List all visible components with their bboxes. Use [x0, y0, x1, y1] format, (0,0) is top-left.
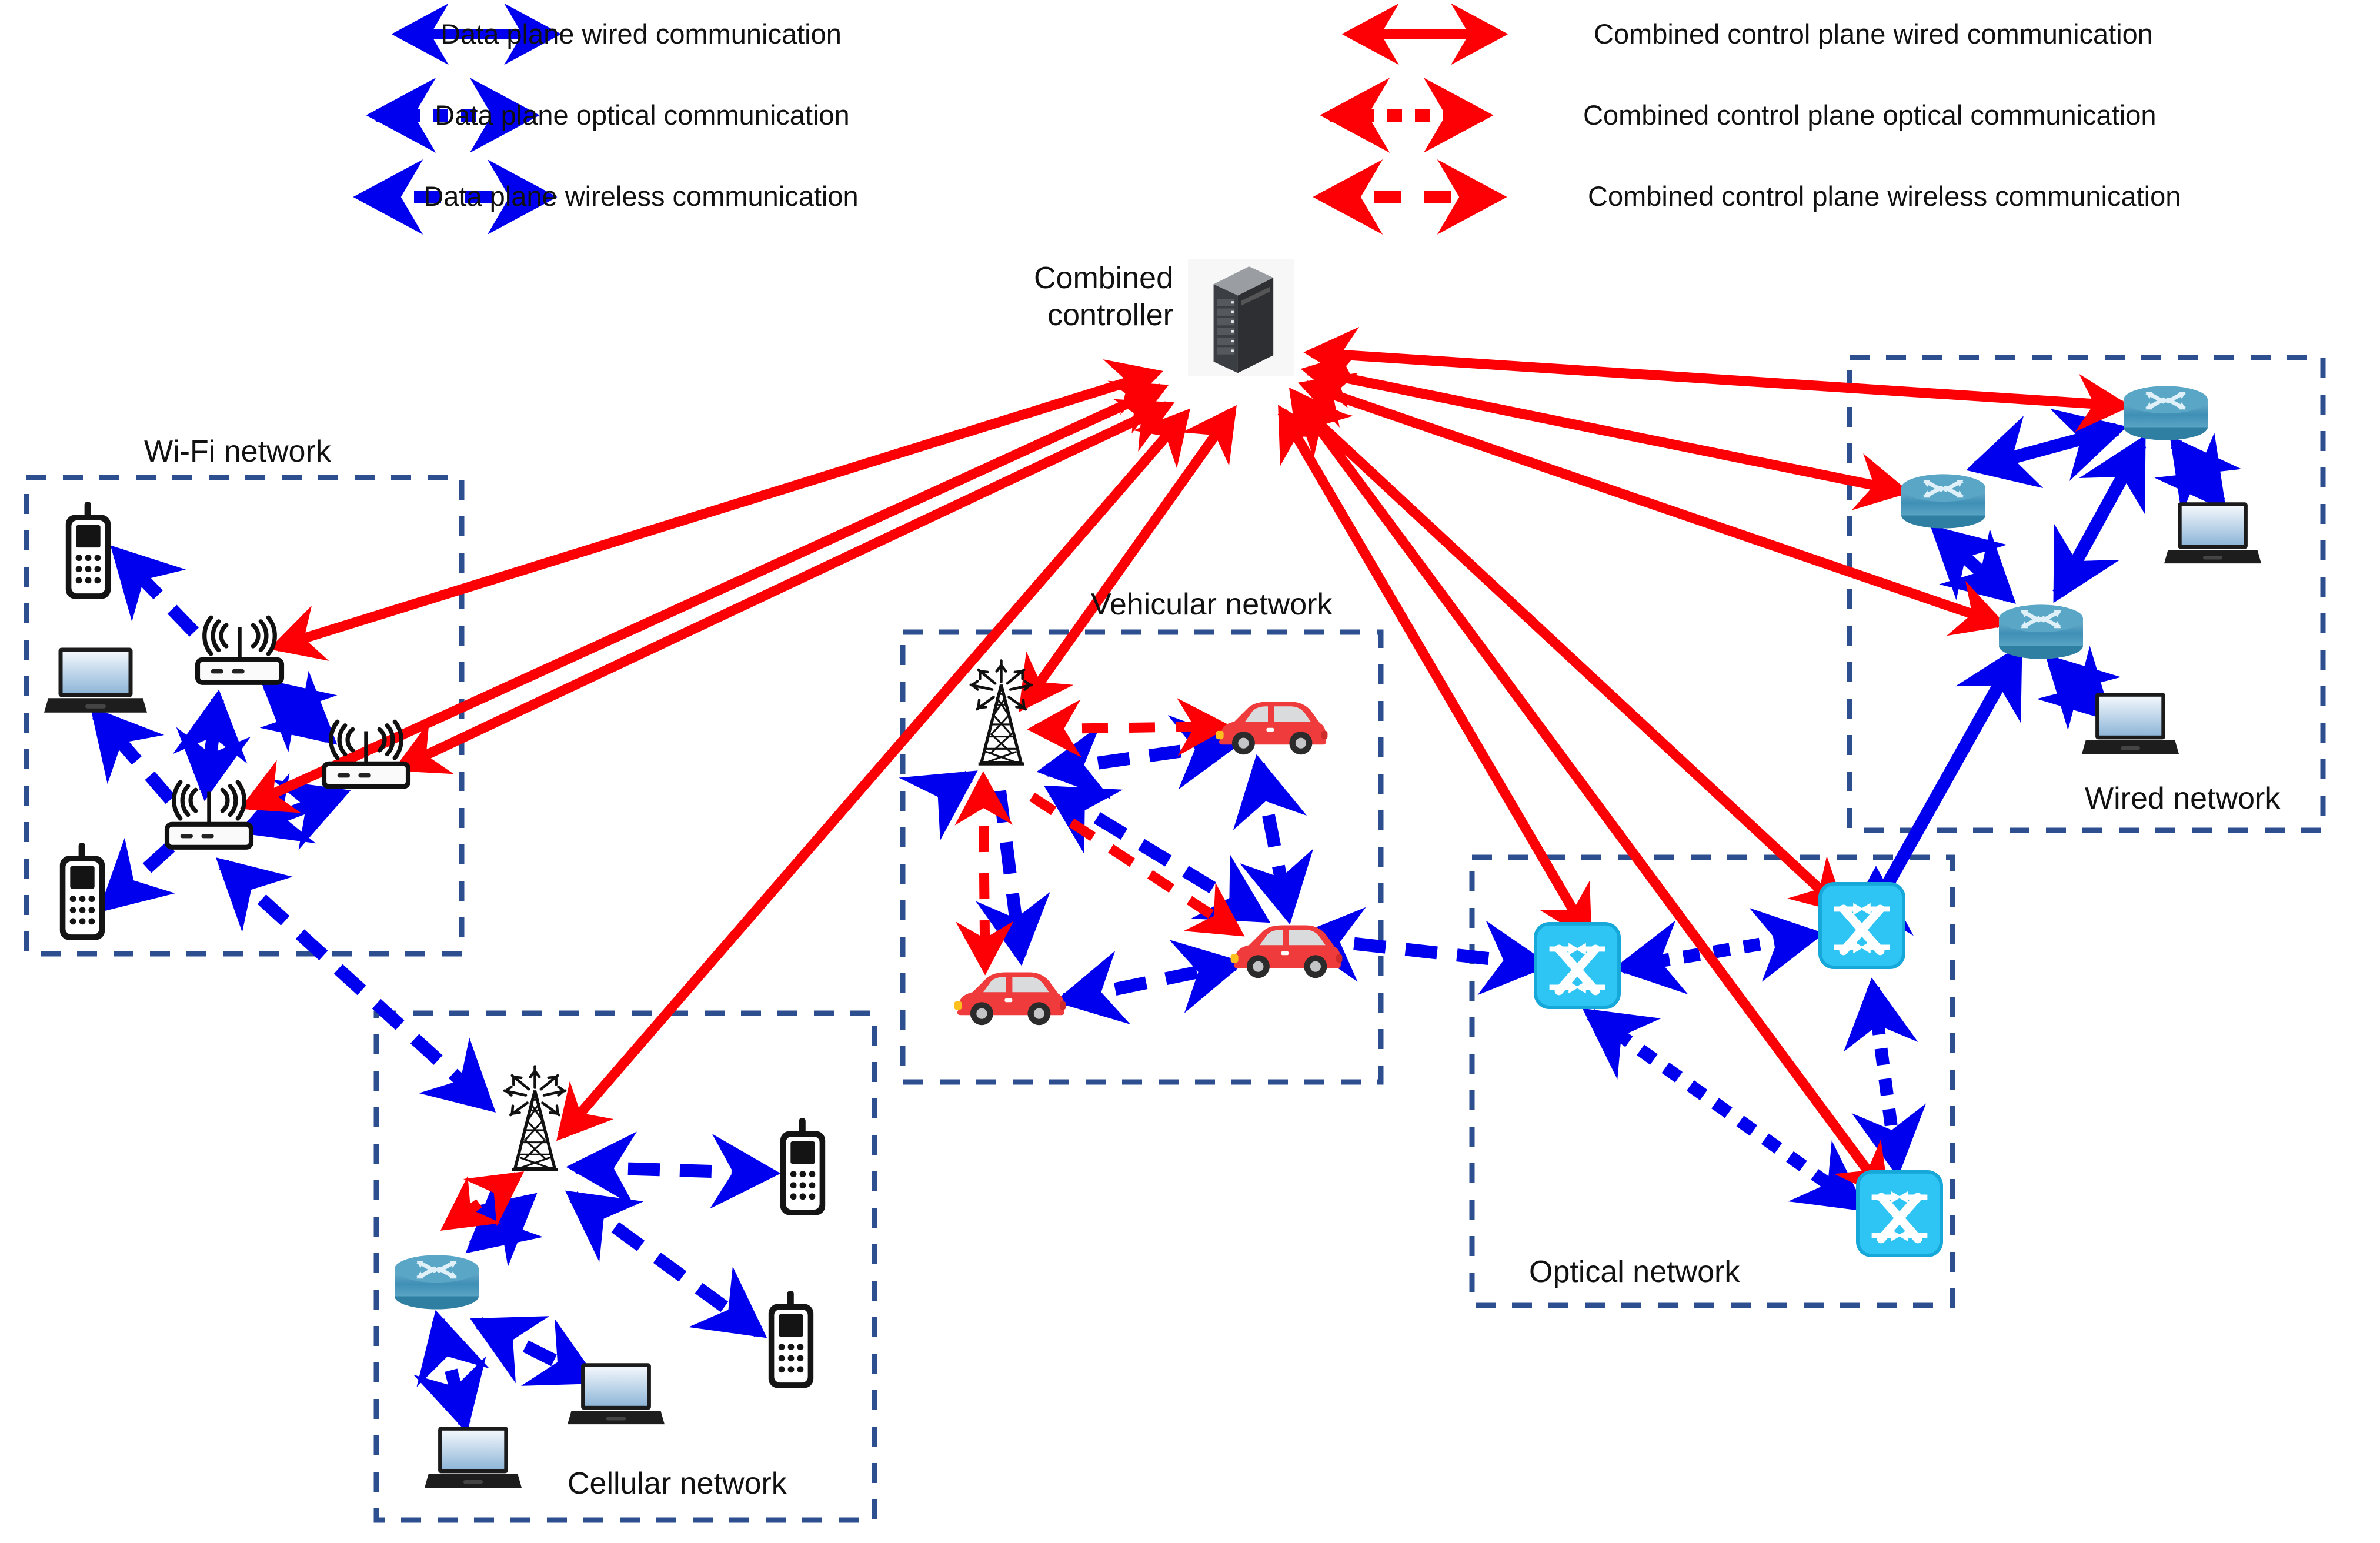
zone-label-wired: Wired network: [2085, 781, 2281, 816]
legend-label-control-plane-optical: Combined control plane optical communica…: [1583, 99, 2156, 131]
link-wired-rtop-laptop-top: [2154, 432, 2242, 515]
link-cell-tower-phone-top: [566, 1131, 781, 1209]
controller-label-line1: Combined: [1034, 261, 1173, 295]
legend-label-data-plane-optical: Data plane optical communication: [435, 99, 849, 131]
ctl-link-veh-tower-car3: [954, 771, 1014, 976]
link-optical-to-wired-rbottom: [1873, 643, 2023, 903]
legend-label-control-plane-wireless: Combined control plane wireless communic…: [1588, 181, 2181, 212]
legend-label-data-plane-wireless: Data plane wireless communication: [423, 181, 858, 212]
legend-label-data-plane-wired: Data plane wired communication: [440, 18, 842, 49]
link-wifi-ap3-phone-bottom: [98, 837, 175, 913]
zone-label-cellular: Cellular network: [568, 1467, 787, 1501]
controller-label-line2: controller: [1047, 298, 1173, 332]
ctl-link-wired-router-bottom: [1298, 372, 2007, 636]
node-combined-controller[interactable]: [1188, 259, 1294, 376]
ctl-link-cell-tower-router: [440, 1171, 525, 1231]
zone-label-wifi: Wi-Fi network: [144, 435, 332, 469]
link-cell-router-laptop-right: [470, 1316, 600, 1386]
zone-label-vehicular: Vehicular network: [1091, 587, 1333, 622]
link-cell-tower-phone-bottom: [565, 1190, 767, 1338]
legend-label-control-plane-wired: Combined control plane wired communicati…: [1594, 18, 2153, 49]
link-wifi-ap1-phone-top: [110, 545, 199, 637]
link-wifi-ap1-ap3: [172, 689, 251, 801]
ctl-link-veh-tower-car1: [1027, 697, 1231, 758]
ctl-link-veh-tower-car2: [1029, 792, 1245, 937]
link-wifi-ap3-laptop: [90, 706, 176, 804]
link-wired-rtop-rbottom: [2052, 435, 2147, 603]
zone-box-optical: [1469, 854, 1955, 1308]
zone-label-optical: Optical network: [1529, 1255, 1740, 1289]
link-wifi-ap3-to-cellular: [215, 857, 496, 1113]
link-cell-router-laptop-left: [413, 1310, 489, 1434]
ctl-link-vehicular-tower: [1019, 405, 1237, 713]
zone-box-cellular: [373, 1010, 877, 1523]
